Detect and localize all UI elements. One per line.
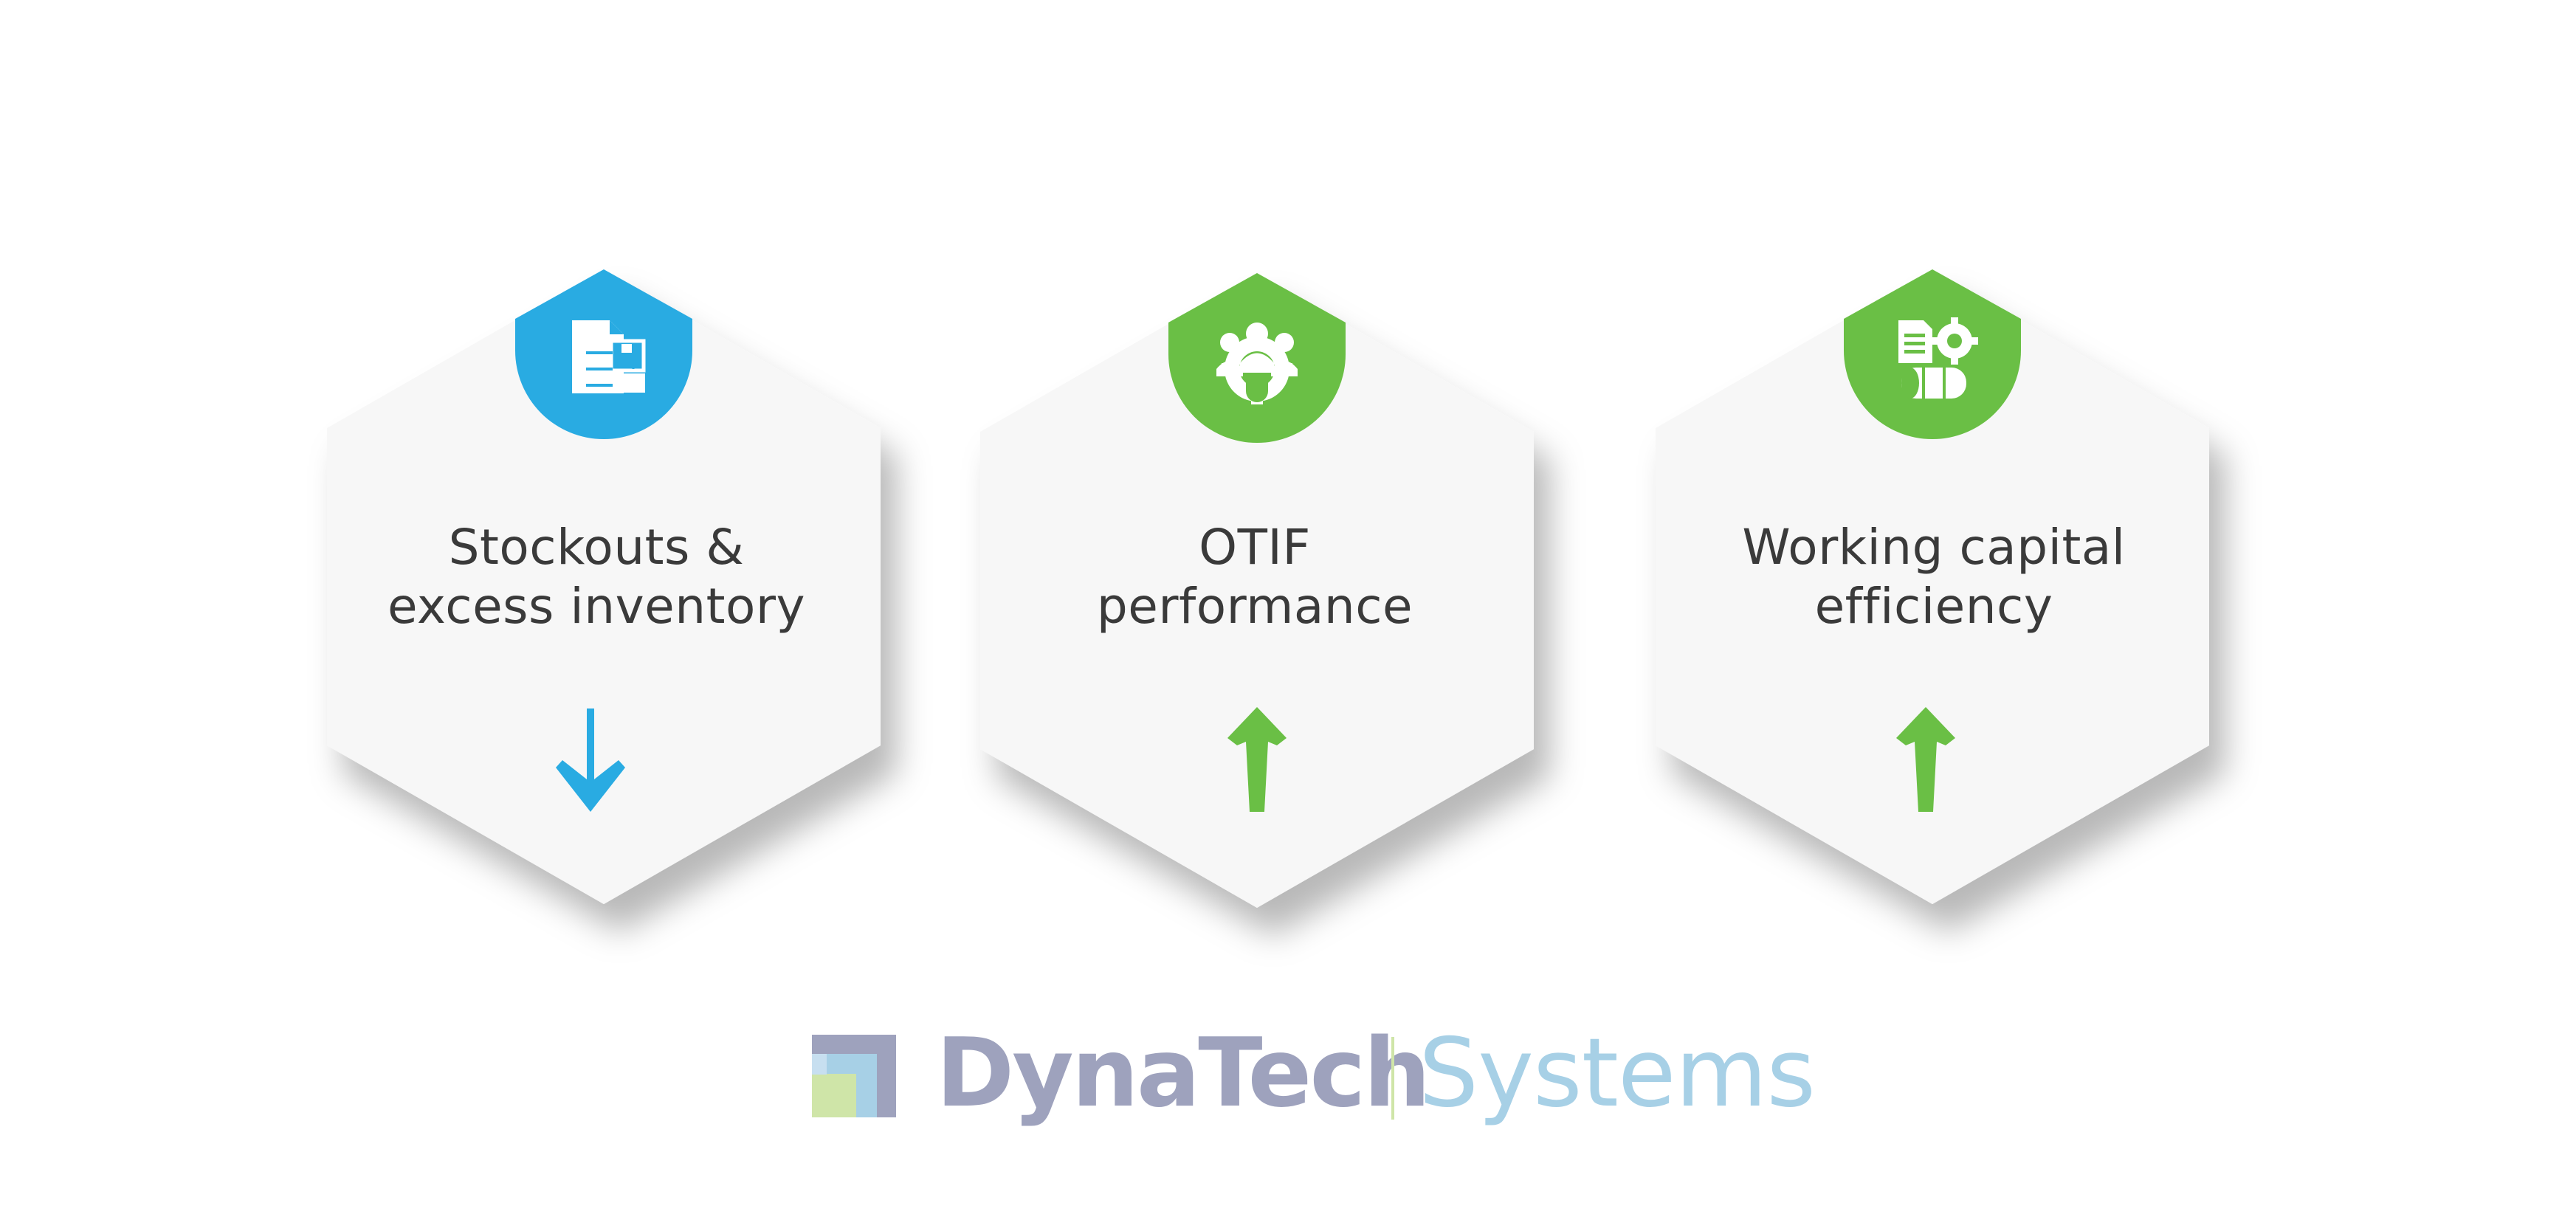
card-label-line: OTIF — [1199, 519, 1311, 576]
arrow-up-icon-2 — [1227, 707, 1287, 812]
card-stockouts — [327, 269, 881, 904]
card-label-stockouts: Stockouts & excess inventory — [360, 518, 833, 636]
logo-mark-icon — [812, 1035, 896, 1117]
card-label-line: Working capital — [1742, 519, 2126, 576]
arrow-down-icon — [556, 709, 625, 812]
card-label-line: performance — [1096, 578, 1413, 635]
document-gear-coins-icon — [1898, 317, 1978, 399]
card-working-capital — [1656, 269, 2209, 904]
card-otif — [980, 273, 1534, 908]
logo-divider — [1391, 1037, 1394, 1120]
arrow-up-icon-3 — [1896, 707, 1955, 812]
hexagon-card-1 — [327, 269, 881, 904]
card-label-otif: OTIF performance — [1019, 518, 1491, 636]
card-label-line: excess inventory — [387, 578, 806, 635]
inventory-document-icon — [572, 320, 646, 393]
card-label-working-capital: Working capital efficiency — [1698, 518, 2170, 636]
card-label-line: efficiency — [1814, 578, 2053, 635]
hexagon-card-2 — [980, 273, 1534, 908]
logo-brand-text: DynaTech — [936, 1018, 1430, 1128]
logo-suffix-text: Systems — [1419, 1018, 1816, 1128]
team-gear-icon — [1216, 323, 1298, 404]
card-label-line: Stockouts & — [448, 519, 745, 576]
hexagon-card-3 — [1656, 269, 2209, 904]
